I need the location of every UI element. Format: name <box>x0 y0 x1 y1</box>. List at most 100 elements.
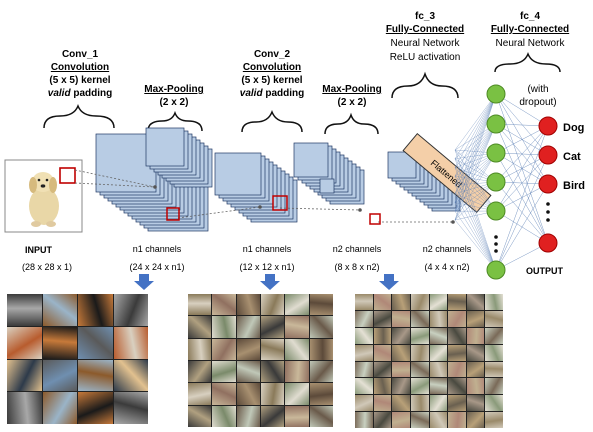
output-node <box>538 174 558 194</box>
fc4-connection <box>495 93 549 127</box>
feature-tile <box>309 405 333 427</box>
feature-tile <box>355 412 373 428</box>
feature-tile <box>373 395 392 412</box>
feature-tile <box>466 327 485 344</box>
class-label-cat: Cat <box>563 151 581 163</box>
feature-tile <box>212 361 236 383</box>
puppy-photo <box>29 172 59 227</box>
feature-tile <box>410 412 429 428</box>
pool1-feature-stack <box>145 127 213 188</box>
pool1-kernel-box <box>166 207 180 221</box>
fc3-connection <box>454 152 497 194</box>
fc4-connection <box>495 93 549 156</box>
conv2-feature-visualization <box>188 294 333 427</box>
feature-tile <box>448 361 466 378</box>
hidden-ellipsis <box>494 235 498 253</box>
feature-tile <box>429 361 448 378</box>
output-classes: Dog Cat Bird <box>563 122 585 192</box>
fc3-connection <box>454 152 497 221</box>
feature-tile <box>485 412 503 428</box>
fc3-connection <box>454 93 497 177</box>
fc3-connection <box>454 149 497 212</box>
feature-tile <box>392 327 410 344</box>
feature-tile <box>429 378 448 395</box>
projection-lines <box>74 169 453 223</box>
stage2-channels: n1 channels <box>243 244 292 254</box>
fc4-connection <box>495 125 549 183</box>
feature-tile <box>466 344 485 361</box>
feature-tile <box>78 359 113 392</box>
feature-tile <box>392 395 410 412</box>
feature-tile <box>373 327 392 344</box>
feature-tile <box>236 383 260 405</box>
fc-connections <box>454 93 549 271</box>
feature-tile <box>485 361 503 378</box>
feature-tile <box>188 405 212 427</box>
output-title: OUTPUT <box>526 266 564 276</box>
fc4-connection <box>495 123 549 244</box>
feature-tile <box>466 395 485 412</box>
feature-tile <box>429 310 448 327</box>
input-title: INPUT <box>25 245 53 255</box>
conv2-kernel-box <box>272 195 288 211</box>
feature-tile <box>355 344 373 361</box>
feature-tile <box>485 378 503 395</box>
feature-tile <box>485 344 503 361</box>
fc3-connection <box>454 202 497 271</box>
feature-tile <box>188 294 212 316</box>
output-ellipsis <box>546 202 550 222</box>
flattened-bar <box>402 133 492 213</box>
feature-tile <box>113 294 148 326</box>
feature-tile <box>188 316 212 338</box>
output-node <box>538 145 558 165</box>
input-dims: (28 x 28 x 1) <box>22 262 72 272</box>
feature-tile <box>429 327 448 344</box>
fc4-label: fc_4 Fully-Connected Neural Network <box>491 11 569 49</box>
hidden-node <box>486 172 506 192</box>
feature-tile <box>236 338 260 360</box>
feature-tile <box>7 326 42 359</box>
feature-tile <box>373 361 392 378</box>
feature-tile <box>410 344 429 361</box>
feature-tile <box>373 310 392 327</box>
feature-tile <box>355 395 373 412</box>
feature-tile <box>261 361 285 383</box>
feature-tile <box>236 405 260 427</box>
feature-tile <box>212 405 236 427</box>
feature-tile <box>236 361 260 383</box>
feature-tile <box>410 378 429 395</box>
feature-tile <box>236 294 260 316</box>
conv2-kind: Convolution <box>243 62 301 73</box>
fc4-connection <box>495 154 549 212</box>
conv2-padding-rest: padding <box>265 88 304 99</box>
feature-tile <box>429 294 448 310</box>
feature-tile <box>285 383 309 405</box>
feature-tile <box>113 359 148 392</box>
feature-tile <box>309 361 333 383</box>
feature-tile <box>392 378 410 395</box>
fc3-connection <box>454 149 497 271</box>
feature-tile <box>392 294 410 310</box>
stage1-dims: (24 x 24 x n1) <box>129 262 184 272</box>
pool1-name: Max-Pooling <box>144 84 203 95</box>
fc3-connection <box>454 219 497 271</box>
conv1-kind: Convolution <box>51 62 109 73</box>
fc4-connection <box>495 242 549 271</box>
down-arrow-icon <box>260 274 280 290</box>
feature-tile <box>466 310 485 327</box>
feature-tile <box>373 344 392 361</box>
feature-tile <box>261 383 285 405</box>
fc3-connection <box>454 176 497 271</box>
feature-tile <box>410 327 429 344</box>
pool2-brace-icon <box>324 112 379 135</box>
conv1-padding-word: valid <box>48 88 72 99</box>
fc3-line1: Neural Network <box>391 38 461 49</box>
fc3-connection <box>454 193 497 271</box>
feature-tile <box>410 310 429 327</box>
stage2-dims: (12 x 12 x n1) <box>239 262 294 272</box>
feature-tile <box>261 338 285 360</box>
hidden-node <box>486 114 506 134</box>
fc4-connection <box>495 93 549 185</box>
feature-tile <box>261 316 285 338</box>
feature-tile <box>285 338 309 360</box>
